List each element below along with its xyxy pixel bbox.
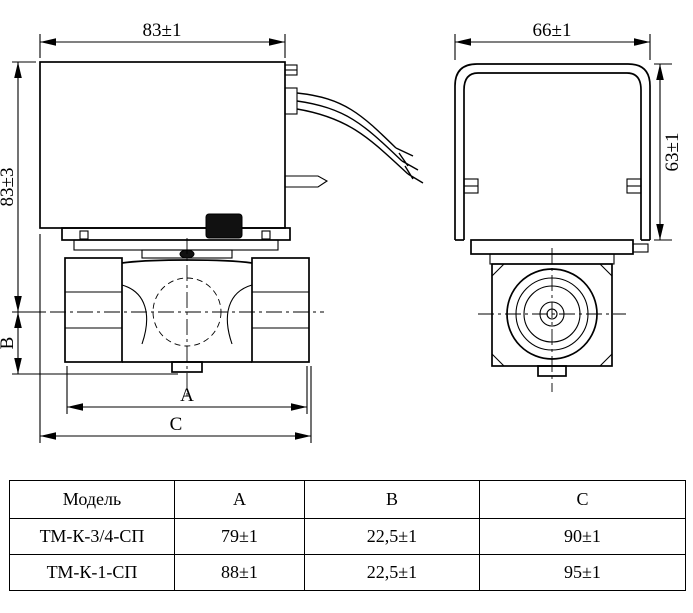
dim-width-66-label: 66±1 bbox=[533, 20, 572, 41]
cell-a: 79±1 bbox=[174, 518, 305, 555]
front-view: 66±1 63±1 bbox=[454, 20, 683, 392]
dim-b: B bbox=[0, 312, 178, 375]
cable-gland bbox=[284, 87, 298, 115]
dim-a: A bbox=[66, 366, 308, 414]
dim-height-83: 83±3 bbox=[0, 61, 46, 313]
valve-hex-nut-right bbox=[251, 257, 310, 363]
dim-b-label: B bbox=[0, 337, 18, 350]
dim-height-83-label: 83±3 bbox=[0, 168, 18, 207]
technical-drawing: 83±1 83±3 B A bbox=[0, 20, 683, 443]
wires bbox=[296, 92, 424, 184]
dim-width-66: 66±1 bbox=[454, 20, 651, 60]
header-a: A bbox=[174, 480, 305, 519]
table-row: ТМ-К-3/4-СП 79±1 22,5±1 90±1 bbox=[9, 518, 686, 555]
dim-width-83-label: 83±1 bbox=[143, 20, 182, 41]
header-b: B bbox=[304, 480, 480, 519]
header-c: C bbox=[479, 480, 686, 519]
valve-hex-nut-left bbox=[64, 257, 123, 363]
bracket-clip-right bbox=[626, 178, 642, 194]
plate-tab bbox=[632, 243, 649, 253]
cell-b: 22,5±1 bbox=[304, 554, 480, 591]
mounting-flange bbox=[61, 227, 291, 259]
dim-width-83: 83±1 bbox=[39, 20, 286, 58]
dim-c-label: C bbox=[170, 414, 183, 435]
header-model: Модель bbox=[9, 480, 175, 519]
model-spec-table: Модель A B C ТМ-К-3/4-СП 79±1 22,5±1 90±… bbox=[9, 480, 686, 591]
manual-override-knob bbox=[205, 213, 243, 239]
cell-a: 88±1 bbox=[174, 554, 305, 591]
dim-c: C bbox=[39, 234, 312, 443]
dim-height-63: 63±1 bbox=[654, 63, 683, 241]
cell-model: ТМ-К-3/4-СП bbox=[9, 518, 175, 555]
table-header-row: Модель A B C bbox=[9, 480, 686, 519]
table-row: ТМ-К-1-СП 88±1 22,5±1 95±1 bbox=[9, 554, 686, 591]
cell-model: ТМ-К-1-СП bbox=[9, 554, 175, 591]
dim-a-label: A bbox=[180, 385, 194, 406]
actuator-bracket bbox=[454, 63, 651, 241]
dim-height-63-label: 63±1 bbox=[662, 133, 683, 172]
lever-tab bbox=[284, 175, 329, 188]
cell-c: 90±1 bbox=[479, 518, 686, 555]
screw-detail bbox=[284, 64, 298, 76]
bracket-clip-left bbox=[463, 178, 479, 194]
cell-c: 95±1 bbox=[479, 554, 686, 591]
actuator-body bbox=[39, 61, 286, 229]
side-view: 83±1 83±3 B A bbox=[0, 20, 424, 443]
cell-b: 22,5±1 bbox=[304, 518, 480, 555]
